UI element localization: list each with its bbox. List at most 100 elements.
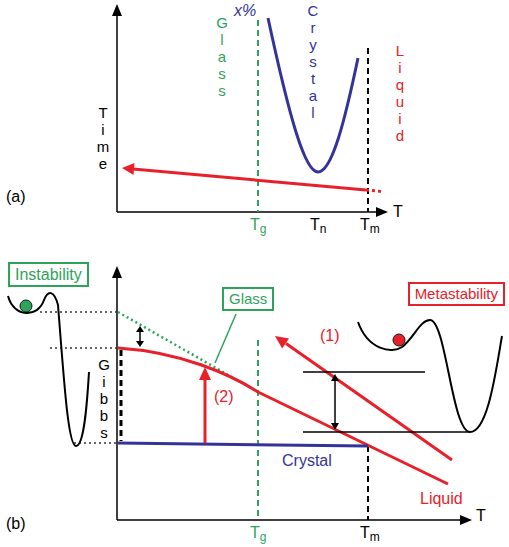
curve-label: Crystal — [282, 452, 332, 470]
letter: T — [95, 104, 111, 121]
state-ball — [20, 300, 32, 312]
temperature-axis — [117, 519, 462, 521]
crystallization-curve — [268, 18, 358, 172]
glass-line — [118, 312, 258, 392]
metastability-box: Metastability — [408, 282, 505, 306]
letter: i — [392, 59, 408, 76]
melting-line — [367, 48, 369, 212]
gap-arrowhead — [136, 341, 144, 347]
axis-arrowhead — [376, 207, 388, 217]
axis-title: Gibbs — [96, 356, 112, 441]
letter: a — [305, 87, 321, 104]
axis-title: T — [476, 507, 486, 525]
cooling-path — [133, 169, 366, 190]
glass-callout: Glass — [222, 287, 274, 311]
instability-potential — [8, 293, 89, 446]
axis-arrowhead — [460, 515, 472, 525]
symbol: T — [250, 216, 260, 233]
letter: u — [392, 93, 408, 110]
temperature-axis — [117, 211, 378, 213]
letter: m — [95, 138, 111, 155]
glass-transition-line — [257, 340, 259, 520]
letter: G — [214, 14, 230, 31]
letter: r — [305, 19, 321, 36]
symbol: T — [360, 216, 370, 233]
temperature-label: Tg — [250, 216, 266, 237]
time-axis — [116, 14, 118, 212]
subscript: m — [370, 222, 380, 236]
axis-title: T — [393, 203, 403, 221]
subscript: n — [320, 222, 327, 236]
path-number: (2) — [214, 388, 234, 406]
panel-label: (b) — [6, 515, 26, 533]
letter: a — [214, 48, 230, 65]
cooling-arrow — [286, 344, 452, 461]
symbol: T — [360, 524, 370, 541]
letter: C — [305, 2, 321, 19]
state-ball — [393, 334, 405, 346]
symbol: T — [310, 216, 320, 233]
melting-line — [367, 446, 369, 520]
subscript: g — [260, 530, 267, 544]
level-guide — [50, 347, 117, 349]
letter: l — [305, 104, 321, 121]
energy-arrowhead — [331, 423, 339, 430]
temperature-label: Tn — [310, 216, 326, 237]
crystal-line — [118, 443, 368, 446]
letter: b — [96, 390, 112, 407]
letter: q — [392, 76, 408, 93]
crystallization-arrowhead — [199, 367, 211, 380]
crystallization-arrow — [204, 378, 207, 443]
leader-line — [215, 314, 236, 363]
letter: l — [214, 31, 230, 48]
temperature-label: Tm — [360, 524, 380, 545]
glass-transition-line — [257, 20, 259, 212]
energy-arrowhead — [331, 374, 339, 381]
cooling-arrowhead — [122, 163, 135, 175]
letter: b — [96, 407, 112, 424]
node-text: Glass — [229, 290, 267, 307]
subscript: m — [370, 530, 380, 544]
cooling-path-extension — [366, 190, 382, 192]
letter: e — [95, 155, 111, 172]
letter: i — [392, 110, 408, 127]
letter: s — [305, 53, 321, 70]
axis-arrowhead — [112, 266, 122, 278]
instability-box: Instability — [8, 262, 89, 287]
gap-arrow — [139, 331, 141, 342]
node-text: Instability — [15, 266, 82, 283]
axis-title: Time — [95, 104, 111, 172]
temperature-label: Tg — [250, 524, 266, 545]
letter: s — [214, 82, 230, 99]
letter: s — [214, 65, 230, 82]
gap-arrowhead — [136, 326, 144, 332]
level-guide — [40, 311, 117, 313]
path-number: (1) — [320, 327, 340, 345]
fraction-label: x% — [234, 2, 256, 20]
curve-label: Liquid — [420, 490, 463, 508]
letter: i — [96, 373, 112, 390]
supercooled-liquid-curve — [118, 348, 258, 392]
letter: s — [96, 424, 112, 441]
metastability-potential — [358, 320, 502, 432]
axis-arrowhead — [112, 4, 122, 16]
letter: t — [305, 70, 321, 87]
subscript: g — [260, 222, 267, 236]
energy-difference-arrow — [334, 380, 336, 424]
symbol: T — [250, 524, 260, 541]
energy-level — [303, 431, 470, 433]
letter: d — [392, 127, 408, 144]
panel-label: (a) — [6, 188, 26, 206]
region-label: Glass — [214, 14, 230, 99]
letter: i — [95, 121, 111, 138]
energy-gap-line — [120, 350, 123, 441]
energy-level — [303, 371, 425, 373]
cooling-arrowhead — [275, 336, 289, 348]
letter: G — [96, 356, 112, 373]
region-label: Liquid — [392, 42, 408, 144]
region-label: Crystal — [305, 2, 321, 121]
letter: L — [392, 42, 408, 59]
panel-a — [112, 4, 388, 217]
node-text: Metastability — [415, 285, 498, 302]
